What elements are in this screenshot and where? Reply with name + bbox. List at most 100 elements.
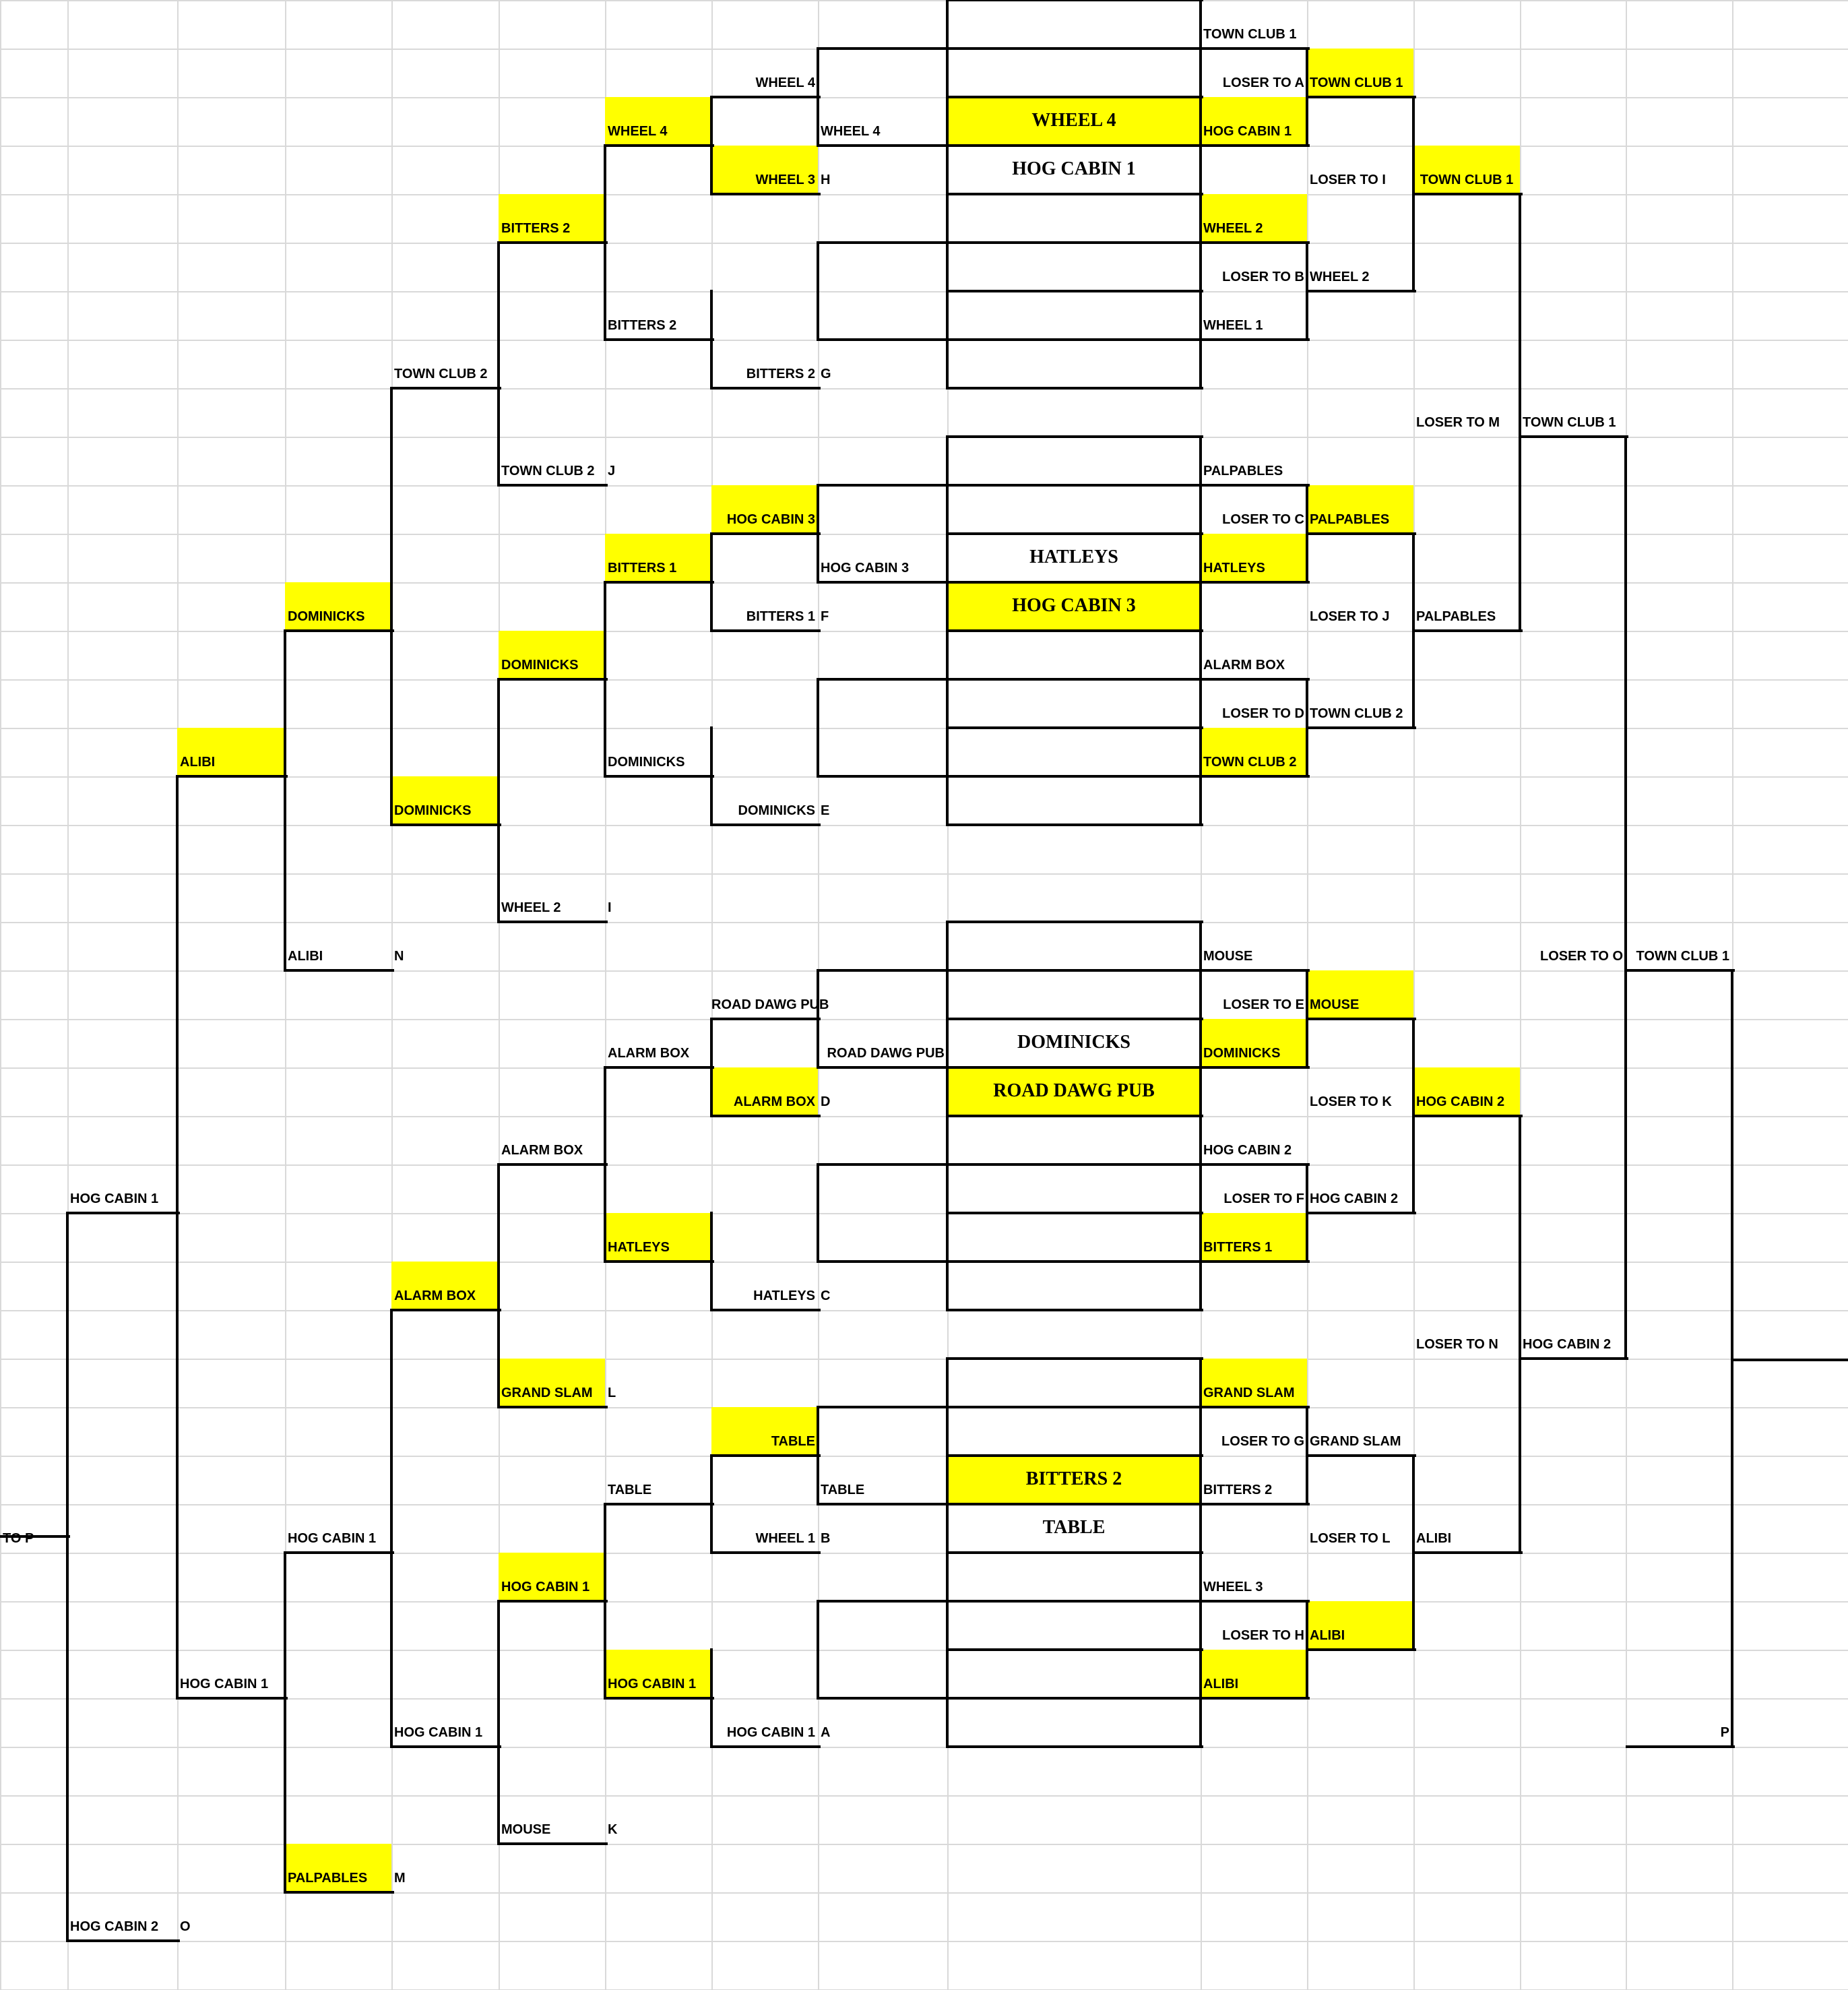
- team-cell[interactable]: TOWN CLUB 2: [501, 464, 595, 478]
- team-cell[interactable]: ALIBI: [288, 949, 323, 964]
- center-result-cell[interactable]: DOMINICKS: [1017, 1032, 1130, 1053]
- winner-cell[interactable]: TOWN CLUB 1: [1310, 75, 1403, 90]
- team-cell[interactable]: HOG CABIN 2: [70, 1919, 159, 1934]
- team-cell[interactable]: HOG CABIN 2: [1203, 1143, 1292, 1158]
- winner-cell[interactable]: HOG CABIN 3: [726, 512, 815, 527]
- team-cell[interactable]: HATLEYS: [753, 1288, 815, 1303]
- winner-cell[interactable]: DOMINICKS: [394, 803, 472, 818]
- team-cell[interactable]: LOSER TO D: [1222, 706, 1304, 721]
- winner-cell[interactable]: DOMINICKS: [501, 658, 579, 673]
- center-result-cell[interactable]: WHEEL 4: [1031, 110, 1116, 131]
- team-cell[interactable]: D: [821, 1094, 831, 1109]
- center-result-cell[interactable]: HOG CABIN 3: [1012, 595, 1136, 616]
- winner-cell[interactable]: DOMINICKS: [1203, 1046, 1281, 1061]
- team-cell[interactable]: TOWN CLUB 1: [1636, 949, 1729, 964]
- team-cell[interactable]: BITTERS 2: [1203, 1483, 1273, 1497]
- team-cell[interactable]: WHEEL 4: [755, 75, 815, 90]
- winner-cell[interactable]: ALIBI: [1310, 1628, 1345, 1643]
- team-cell[interactable]: LOSER TO M: [1416, 415, 1500, 430]
- winner-cell[interactable]: HOG CABIN 2: [1416, 1094, 1505, 1109]
- winner-cell[interactable]: WHEEL 2: [1203, 221, 1263, 236]
- team-cell[interactable]: A: [821, 1725, 831, 1740]
- winner-cell[interactable]: DOMINICKS: [288, 609, 365, 624]
- winner-cell[interactable]: HATLEYS: [608, 1240, 670, 1255]
- team-cell[interactable]: ALARM BOX: [1203, 658, 1285, 673]
- team-cell[interactable]: P: [1720, 1725, 1729, 1740]
- team-cell[interactable]: WHEEL 1: [755, 1531, 815, 1546]
- team-cell[interactable]: WHEEL 2: [501, 900, 561, 915]
- winner-cell[interactable]: TOWN CLUB 2: [1203, 755, 1297, 770]
- winner-cell[interactable]: ALARM BOX: [394, 1288, 476, 1303]
- team-cell[interactable]: J: [608, 464, 616, 478]
- team-cell[interactable]: ALARM BOX: [608, 1046, 690, 1061]
- team-cell[interactable]: LOSER TO H: [1222, 1628, 1304, 1643]
- center-result-cell[interactable]: BITTERS 2: [1025, 1468, 1122, 1489]
- team-cell[interactable]: LOSER TO I: [1310, 173, 1386, 187]
- team-cell[interactable]: ROAD DAWG PUB: [711, 997, 829, 1012]
- team-cell[interactable]: O: [180, 1919, 191, 1934]
- team-cell[interactable]: C: [821, 1288, 831, 1303]
- team-cell[interactable]: F: [821, 609, 829, 624]
- team-cell[interactable]: TO P: [3, 1531, 34, 1546]
- team-cell[interactable]: HOG CABIN 2: [1523, 1337, 1612, 1352]
- team-cell[interactable]: I: [608, 900, 612, 915]
- team-cell[interactable]: H: [821, 173, 831, 187]
- team-cell[interactable]: BITTERS 2: [746, 367, 815, 381]
- winner-cell[interactable]: HOG CABIN 1: [501, 1580, 590, 1594]
- team-cell[interactable]: HOG CABIN 2: [1310, 1191, 1399, 1206]
- team-cell[interactable]: ROAD DAWG PUB: [827, 1046, 945, 1061]
- team-cell[interactable]: WHEEL 1: [1203, 318, 1263, 333]
- team-cell[interactable]: LOSER TO K: [1310, 1094, 1392, 1109]
- team-cell[interactable]: TOWN CLUB 1: [1523, 415, 1616, 430]
- winner-cell[interactable]: HATLEYS: [1203, 561, 1265, 576]
- team-cell[interactable]: LOSER TO G: [1221, 1434, 1304, 1449]
- winner-cell[interactable]: BITTERS 1: [608, 561, 677, 576]
- team-cell[interactable]: HOG CABIN 1: [70, 1191, 159, 1206]
- team-cell[interactable]: LOSER TO B: [1222, 270, 1304, 284]
- team-cell[interactable]: L: [608, 1386, 616, 1400]
- team-cell[interactable]: DOMINICKS: [738, 803, 815, 818]
- team-cell[interactable]: WHEEL 4: [821, 124, 881, 139]
- winner-cell[interactable]: TABLE: [771, 1434, 815, 1449]
- team-cell[interactable]: DOMINICKS: [608, 755, 685, 770]
- team-cell[interactable]: TOWN CLUB 1: [1203, 27, 1297, 42]
- winner-cell[interactable]: ALARM BOX: [733, 1094, 815, 1109]
- team-cell[interactable]: LOSER TO N: [1416, 1337, 1498, 1352]
- team-cell[interactable]: LOSER TO C: [1222, 512, 1304, 527]
- winner-cell[interactable]: TOWN CLUB 1: [1420, 173, 1514, 187]
- winner-cell[interactable]: ALIBI: [1203, 1677, 1239, 1691]
- winner-cell[interactable]: GRAND SLAM: [1203, 1386, 1295, 1400]
- team-cell[interactable]: LOSER TO F: [1223, 1191, 1304, 1206]
- team-cell[interactable]: WHEEL 3: [1203, 1580, 1263, 1594]
- team-cell[interactable]: HOG CABIN 1: [180, 1677, 269, 1691]
- team-cell[interactable]: M: [394, 1871, 406, 1886]
- team-cell[interactable]: WHEEL 2: [1310, 270, 1370, 284]
- winner-cell[interactable]: MOUSE: [1310, 997, 1360, 1012]
- winner-cell[interactable]: WHEEL 4: [608, 124, 668, 139]
- winner-cell[interactable]: PALPABLES: [288, 1871, 368, 1886]
- team-cell[interactable]: PALPABLES: [1416, 609, 1496, 624]
- team-cell[interactable]: HOG CABIN 1: [726, 1725, 815, 1740]
- winner-cell[interactable]: WHEEL 3: [755, 173, 815, 187]
- team-cell[interactable]: TABLE: [608, 1483, 652, 1497]
- team-cell[interactable]: BITTERS 2: [608, 318, 677, 333]
- center-result-cell[interactable]: TABLE: [1042, 1517, 1106, 1538]
- team-cell[interactable]: HOG CABIN 1: [288, 1531, 377, 1546]
- team-cell[interactable]: TABLE: [821, 1483, 865, 1497]
- team-cell[interactable]: K: [608, 1822, 618, 1837]
- team-cell[interactable]: HOG CABIN 1: [394, 1725, 483, 1740]
- team-cell[interactable]: LOSER TO L: [1310, 1531, 1391, 1546]
- team-cell[interactable]: TOWN CLUB 2: [394, 367, 488, 381]
- team-cell[interactable]: TOWN CLUB 2: [1310, 706, 1403, 721]
- winner-cell[interactable]: BITTERS 2: [501, 221, 571, 236]
- team-cell[interactable]: ALARM BOX: [501, 1143, 583, 1158]
- winner-cell[interactable]: BITTERS 1: [1203, 1240, 1273, 1255]
- winner-cell[interactable]: PALPABLES: [1310, 512, 1390, 527]
- center-result-cell[interactable]: ROAD DAWG PUB: [993, 1080, 1155, 1101]
- team-cell[interactable]: LOSER TO E: [1223, 997, 1304, 1012]
- winner-cell[interactable]: ALIBI: [180, 755, 216, 770]
- winner-cell[interactable]: HOG CABIN 1: [608, 1677, 697, 1691]
- team-cell[interactable]: LOSER TO O: [1540, 949, 1623, 964]
- team-cell[interactable]: PALPABLES: [1203, 464, 1283, 478]
- team-cell[interactable]: LOSER TO A: [1222, 75, 1304, 90]
